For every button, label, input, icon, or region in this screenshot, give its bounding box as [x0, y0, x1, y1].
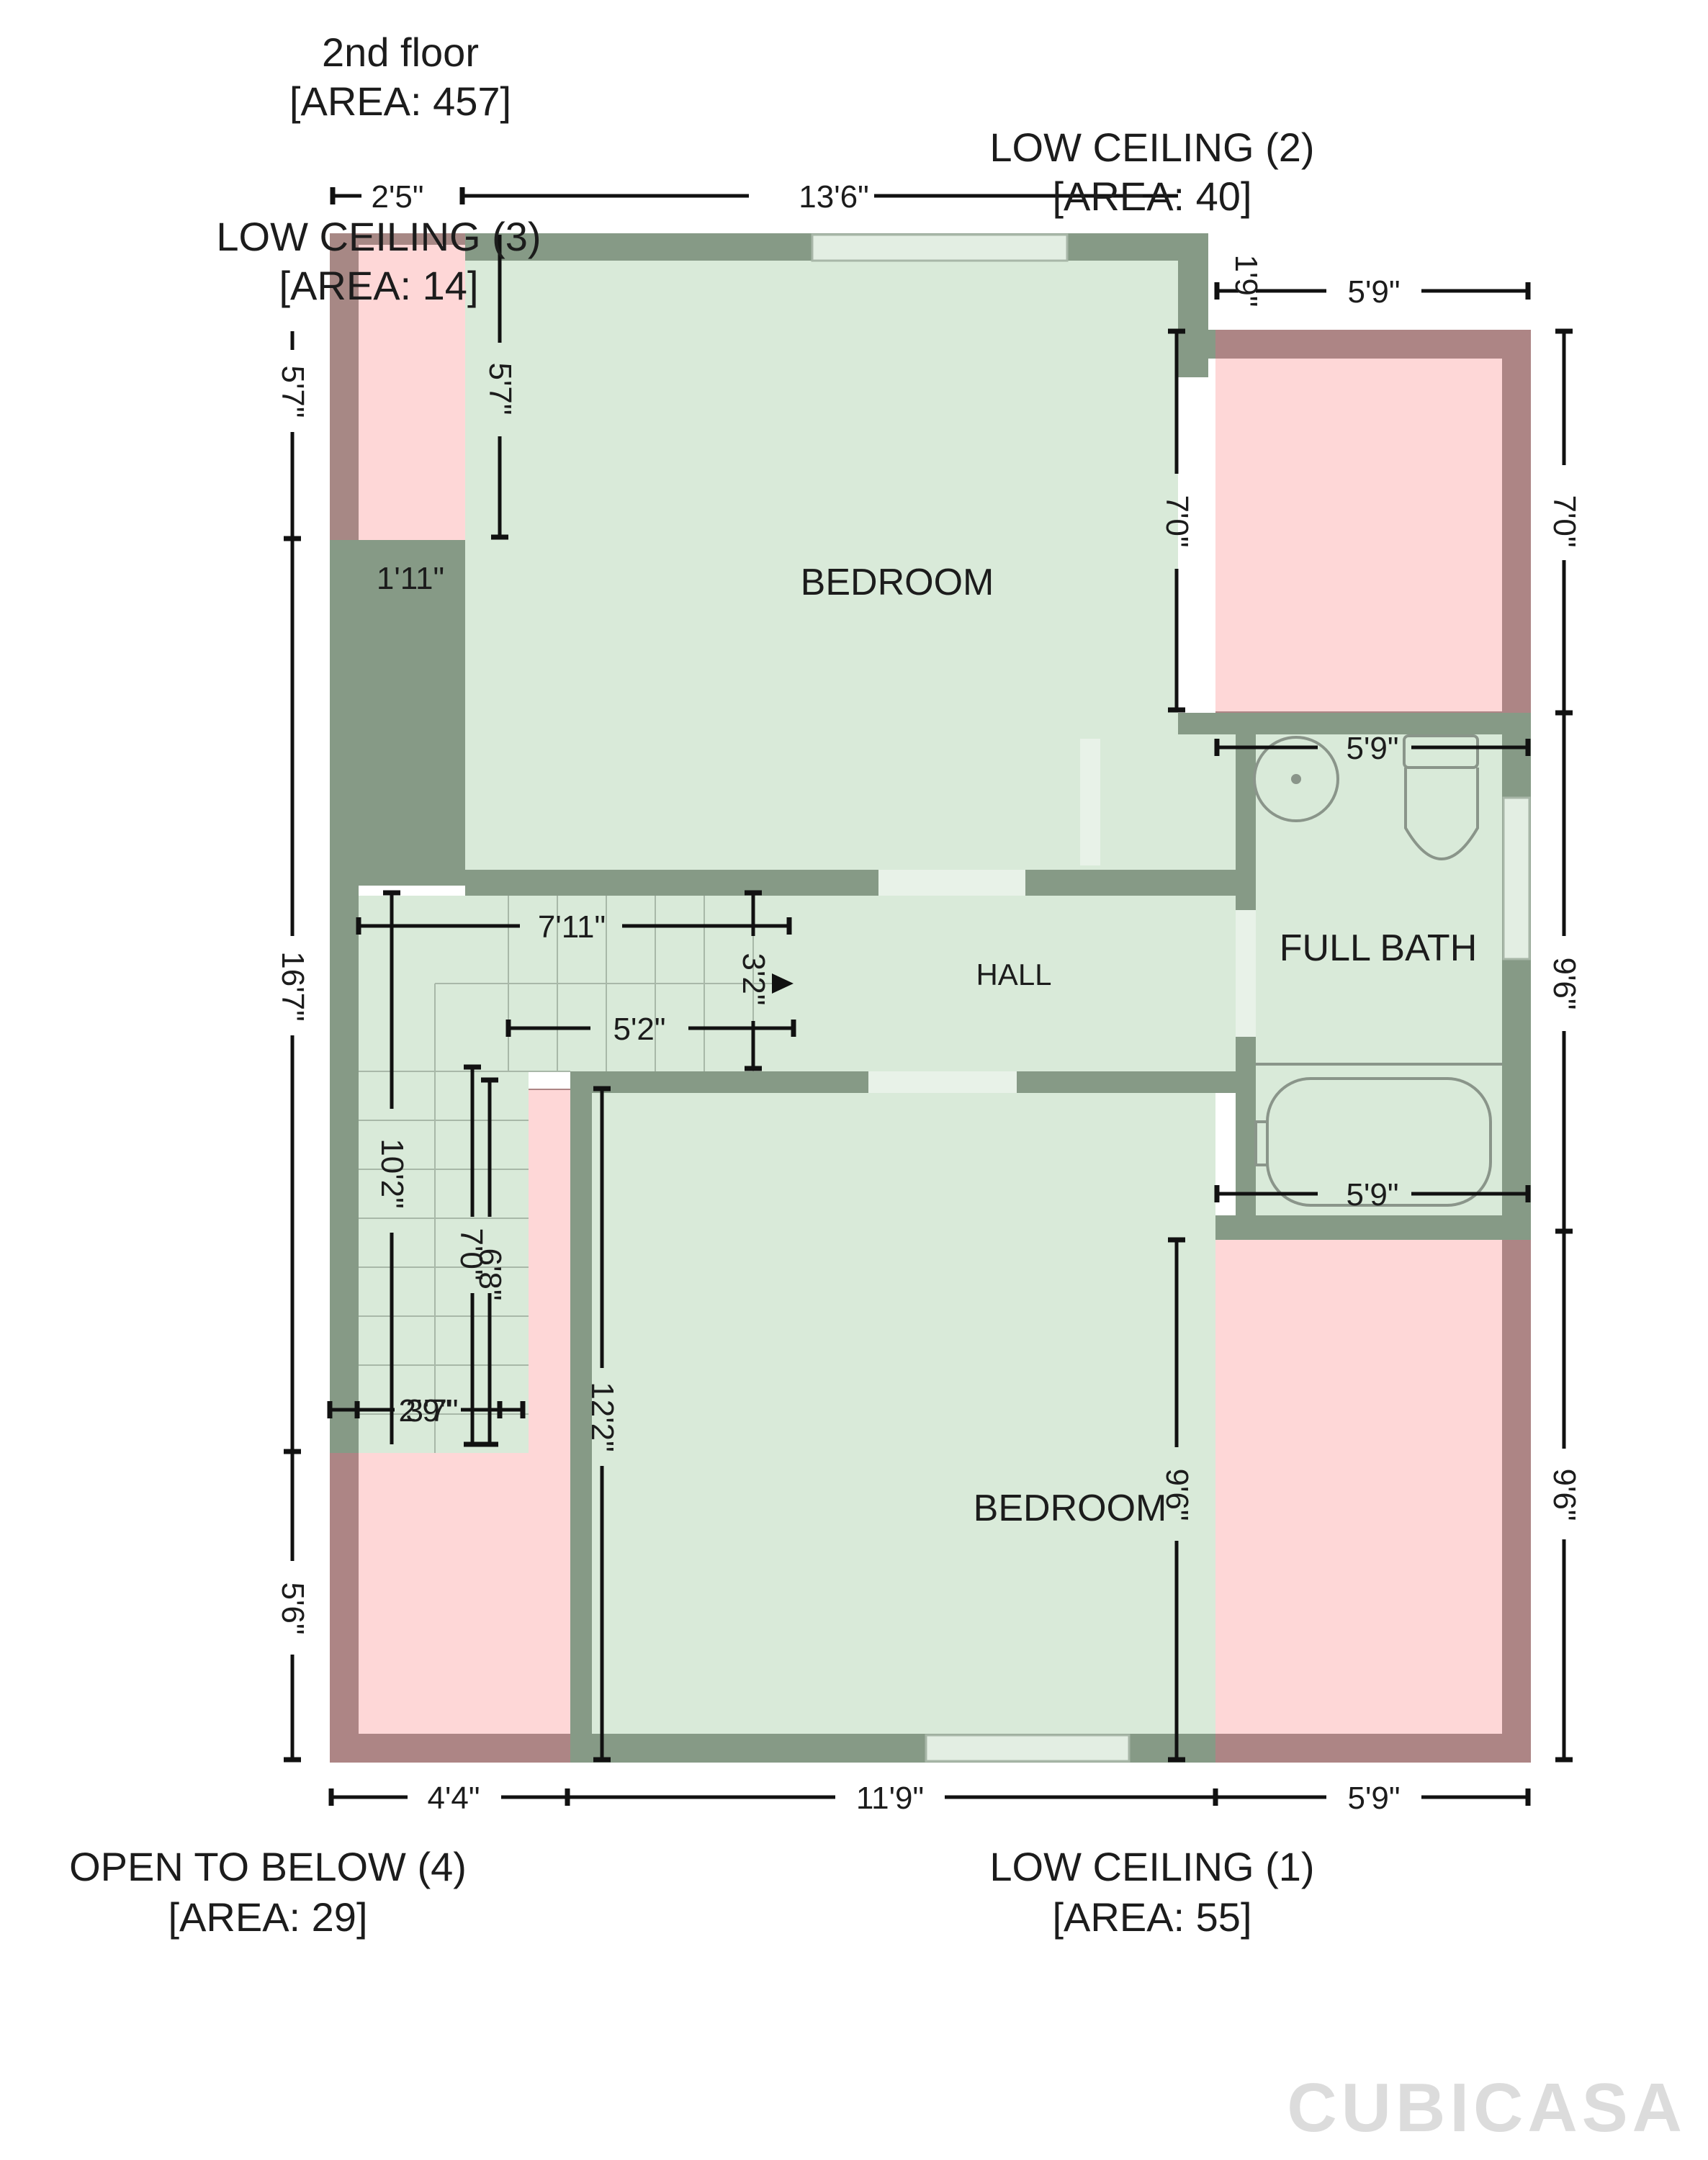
- dim-bath-width-top: 5'9": [1347, 731, 1399, 766]
- window-bottom: [925, 1734, 1131, 1763]
- dim-right-lower: 9'6": [1547, 1469, 1582, 1521]
- dim-bedroom-bottom-height: 12'2": [585, 1382, 620, 1452]
- toilet-bowl-icon: [1404, 768, 1479, 860]
- low-ceiling-3-name: LOW CEILING (3): [216, 214, 541, 259]
- stair-arrow-icon: [772, 973, 794, 994]
- dim-top-mid: 13'6": [799, 179, 868, 215]
- toilet-tank-icon: [1403, 734, 1479, 769]
- room-bedroom-top: BEDROOM: [801, 562, 994, 603]
- drain-icon: [1291, 774, 1301, 784]
- dim-right-mid: 9'6": [1547, 958, 1582, 1010]
- cubicasa-logo: CUBICASA: [1287, 2069, 1686, 2146]
- dim-stair-b: 6'8": [472, 1248, 508, 1301]
- floor-name: 2nd floor: [322, 30, 479, 75]
- dim-stair-inner: 5'2": [613, 1012, 666, 1047]
- dim-top-left: 2'5": [372, 179, 424, 215]
- dim-right-upper: 7'0": [1547, 495, 1582, 548]
- dim-left-upper: 5'7": [275, 366, 310, 418]
- bath-fixtures: [1253, 734, 1502, 1207]
- dim-stair-depth: 3'2": [736, 953, 771, 1006]
- dim-lc3-height: 5'7": [482, 363, 518, 415]
- floors: [359, 261, 1502, 1734]
- low-ceiling-2-area: [AREA: 40]: [1052, 174, 1251, 219]
- dim-stair-small-b: 3'7": [406, 1393, 459, 1428]
- door-bath: [1236, 910, 1256, 1037]
- dim-bottom-left: 4'4": [428, 1781, 480, 1816]
- room-bedroom-bottom: BEDROOM: [974, 1488, 1167, 1529]
- dim-stair-run: 10'2": [374, 1138, 410, 1208]
- openings: [811, 233, 1531, 1763]
- window-top: [811, 233, 1069, 262]
- low-ceiling-1-name: LOW CEILING (1): [989, 1844, 1314, 1889]
- low-ceiling-1-area: [AREA: 55]: [1052, 1894, 1251, 1940]
- door-bedroom-bottom: [868, 1071, 1017, 1093]
- dim-left-lower: 5'6": [275, 1583, 310, 1635]
- dimension-lines: [284, 187, 1573, 1806]
- dim-lc2-height: 7'0": [1159, 495, 1195, 548]
- dim-top-right-small: 1'9": [1228, 255, 1264, 307]
- dim-left-main: 16'7": [275, 951, 310, 1021]
- dim-stair-a: 7'0": [454, 1228, 489, 1281]
- door-bedroom-top: [878, 870, 1025, 896]
- room-hall: HALL: [976, 958, 1051, 991]
- dim-lc1-height: 9'6": [1159, 1469, 1195, 1521]
- sink-icon: [1253, 736, 1339, 822]
- dim-stair-small-a: 2'9": [399, 1393, 451, 1428]
- dim-bath-width-bottom: 5'9": [1347, 1177, 1399, 1212]
- open-to-below-4-name: OPEN TO BELOW (4): [69, 1844, 467, 1889]
- open-to-below-4-area: [AREA: 29]: [168, 1894, 367, 1940]
- dimension-labels: 2'5" 13'6" 1'9" 5'9" 5'7" 16'7" 5'6" 5'7…: [275, 179, 1582, 1816]
- dim-stair-width: 7'11": [538, 909, 606, 945]
- dim-bottom-mid: 11'9": [856, 1781, 924, 1816]
- floor-area: [AREA: 457]: [289, 78, 511, 124]
- low-ceiling-zones: [330, 233, 1531, 1763]
- dim-closet-width: 1'11": [377, 561, 444, 596]
- dim-top-right: 5'9": [1348, 274, 1401, 310]
- stairs: [359, 896, 794, 1453]
- dim-bottom-right: 5'9": [1348, 1781, 1401, 1816]
- low-ceiling-2-name: LOW CEILING (2): [989, 125, 1314, 170]
- window-bath: [1502, 796, 1531, 960]
- room-full-bath: FULL BATH: [1280, 927, 1478, 969]
- low-ceiling-3-area: [AREA: 14]: [279, 263, 478, 308]
- faucet-icon: [1254, 1120, 1269, 1166]
- door-closet: [1080, 739, 1100, 865]
